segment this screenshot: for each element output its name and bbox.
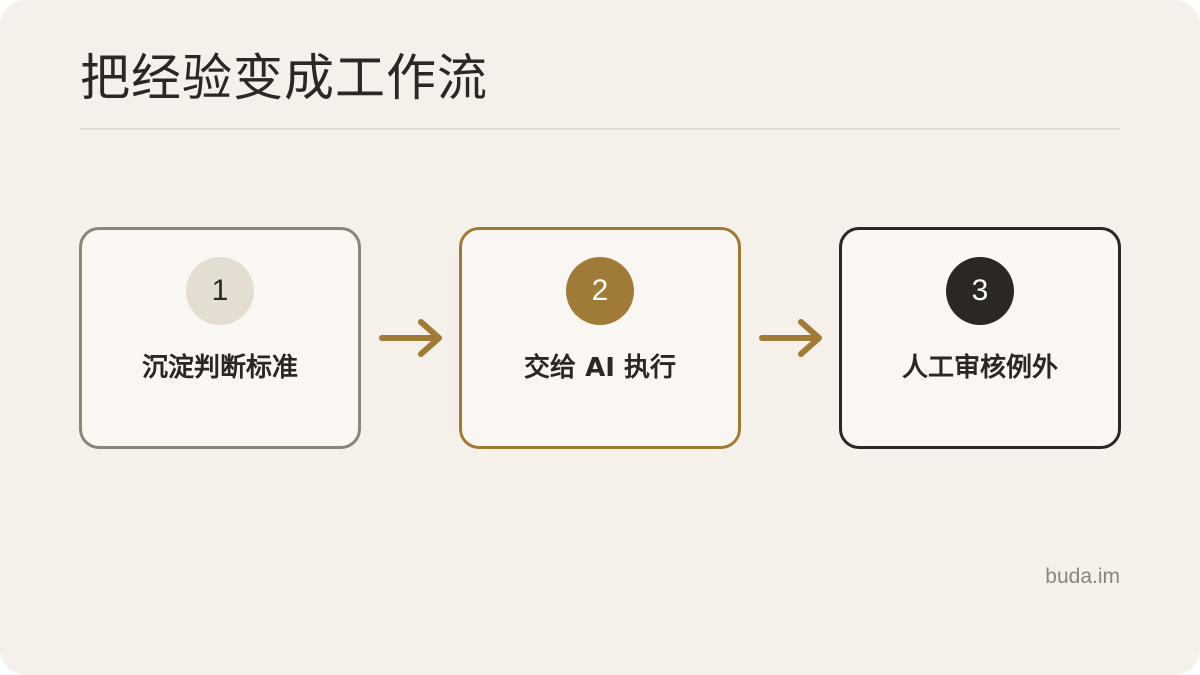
step-number-badge-1: 1	[186, 257, 254, 325]
step-number-badge-2: 2	[566, 257, 634, 325]
step-card-2: 2 交给 AI 执行	[459, 227, 741, 449]
step-label-3: 人工审核例外	[901, 353, 1058, 383]
step-number-badge-3: 3	[946, 257, 1014, 325]
step-label-2: 交给 AI 执行	[524, 353, 676, 383]
step-card-3: 3 人工审核例外	[839, 227, 1121, 449]
step-label-1: 沉淀判断标准	[141, 353, 298, 383]
title-divider	[80, 128, 1120, 130]
arrow-right-icon	[379, 319, 442, 357]
footer-brand: buda.im	[1045, 565, 1120, 588]
arrow-right-icon	[759, 319, 822, 357]
page-title: 把经验变成工作流	[80, 49, 488, 107]
step-card-1: 1 沉淀判断标准	[79, 227, 361, 449]
